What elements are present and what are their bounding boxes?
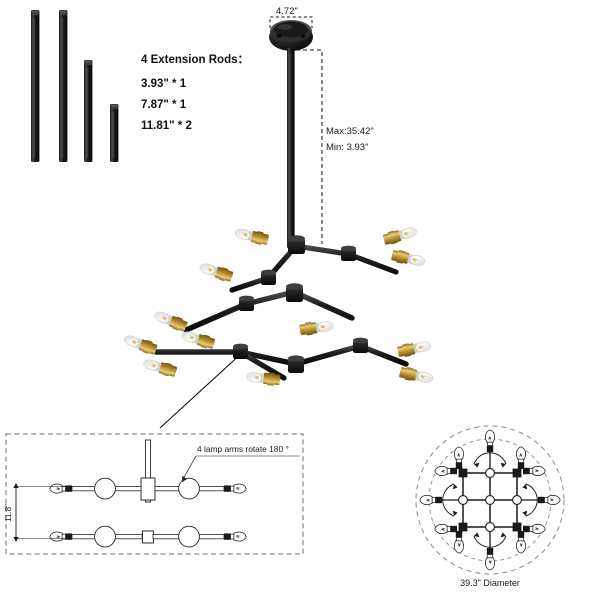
top-view-bulb-nw-left [434,466,458,476]
top-view-bulb-ne-up [516,446,526,470]
tier3-hub-right [353,337,368,353]
side-view-height-label: 11.8" [4,504,13,522]
tier1-hub-center [288,235,305,254]
top-view-bulb-ne-right [522,466,546,476]
side-view-leader-line [159,351,244,429]
extension-rods-title: 4 Extension Rods： [141,54,249,66]
side-view-joint-upper-right [178,477,200,500]
tier1-hub-right [341,245,356,261]
tier2-hub-center [286,283,303,302]
canopy-width-label: 4.72" [276,6,298,17]
canopy-width-dimension: 4.72" [269,6,313,28]
rotate-note-label: 4 lamp arms rotate 180 ° [197,444,289,454]
tier3-hub-center [288,355,304,373]
top-view-panel: 39.3" Diameter [415,425,565,588]
top-view-rotation-arrows [442,452,538,548]
top-view-bulb-n [485,429,495,453]
top-view-bulb-sw-left [434,524,458,534]
top-view-bulb-s [485,547,495,571]
tier2-hub-left [239,295,254,311]
tier3-hub-left [233,343,248,359]
extension-rod-3 [84,60,93,162]
tier1-hub-left [261,269,276,285]
side-view-bulb-lower-left [49,531,73,542]
drop-min-label: Min: 3.93" [326,142,368,153]
canopy-assembly: 4.72" [269,6,313,248]
extension-rod-1 [31,10,40,162]
drop-max-label: Max:35.42" [326,126,374,137]
side-view-height-dimension: 11.8" [4,483,72,542]
side-view-joint-lower-right [178,525,200,548]
top-view-rotation-arrowheads [452,462,528,538]
side-view-arm-row-upper [49,477,247,500]
top-view-diameter-label: 39.3" Diameter [460,578,520,588]
side-view-panel: 11.8" 4 lamp arms rotate 180 ° [4,433,304,555]
top-view-corner-nodes [458,468,522,532]
drop-height-dimension: Max:35.42" Min: 3.93" [296,49,374,244]
top-view-open-nodes [458,468,522,532]
top-view-bulb-e [537,495,561,505]
extension-rods-line-3: 11.81" * 2 [141,120,192,132]
top-view-bulb-nw-up [454,446,464,470]
side-view-stem [144,439,152,503]
chandelier-tier-3 [121,331,435,387]
side-view-bulb-upper-right [223,483,247,494]
chandelier-tier-1 [197,224,427,293]
top-view-bulb-sw-down [454,530,464,554]
side-view-panel-border [5,433,304,555]
extension-rods-group [31,10,119,162]
top-view-outer-circle [415,425,565,575]
top-view-bulb-w [419,495,443,505]
rotate-note-group: 4 lamp arms rotate 180 ° [181,444,300,482]
canopy-screw-hole-right [300,34,306,38]
side-view-hub-lower [141,530,154,544]
side-view-arm-row-lower [49,525,247,548]
extension-rod-2 [59,10,68,162]
side-view-joint-lower-left [94,525,116,548]
chandelier-tier-2 [151,283,355,351]
chandelier-assembly [121,224,435,387]
side-view-joint-upper-left [94,477,116,500]
top-view-bulb-se-down [516,530,526,554]
extension-rods-legend: 4 Extension Rods： 3.93" * 1 7.87" * 1 11… [141,54,249,132]
side-view-bulb-lower-right [223,531,247,542]
canopy-screw-hole-left [276,34,282,38]
top-view-bulb-se-right [522,524,546,534]
side-view-bulb-upper-left [49,483,73,494]
main-downrod [287,48,295,248]
extension-rods-line-2: 7.87" * 1 [141,99,187,111]
side-view-hub-upper [140,477,156,501]
side-view-leader-arrow [233,352,243,359]
extension-rods-line-1: 3.93" * 1 [141,78,187,90]
extension-rod-4 [110,104,119,162]
